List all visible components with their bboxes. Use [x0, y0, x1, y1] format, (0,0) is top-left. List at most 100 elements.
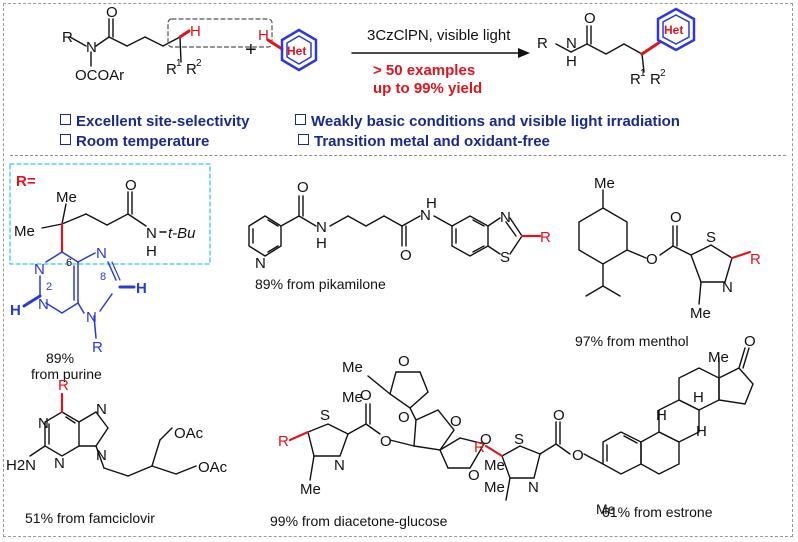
pika-thiazole-n: N: [500, 209, 511, 226]
r-group-label: R=: [16, 173, 36, 190]
r-group-box: [9, 163, 211, 265]
purine-yield: 89%: [46, 350, 75, 366]
r-o: O: [125, 177, 137, 194]
r-me-top: Me: [56, 189, 77, 206]
est-n: N: [528, 479, 539, 496]
product-r2: R: [650, 71, 661, 88]
reagent-label: 3CzClPN, visible light: [367, 27, 511, 44]
r-nh: H: [146, 243, 157, 260]
feature-weakly-basic: Weakly basic conditions and visible ligh…: [295, 113, 680, 130]
estrone-label: 61% from estrone: [602, 504, 713, 520]
glu-thiazole-me: Me: [300, 481, 321, 498]
purine-n3: N: [38, 296, 49, 313]
glucose-r-bond: [288, 430, 310, 442]
pika-r: R: [540, 229, 551, 246]
atom-r1-sup: 1: [176, 58, 182, 69]
glucose-structure: [307, 371, 486, 481]
glu-o6: O: [380, 433, 392, 450]
menthol-r: R: [750, 251, 761, 268]
pika-s: S: [500, 249, 510, 266]
reactive-ch-bond: [178, 29, 191, 39]
menthol-structure: [578, 189, 733, 305]
est-h3: H: [696, 423, 707, 440]
product-structure: [555, 25, 645, 73]
het-ring-reactant: [280, 28, 318, 72]
product-n: N: [566, 35, 577, 52]
atom-h-right: H: [258, 27, 269, 44]
est-r: R: [474, 439, 485, 456]
new-cc-bond: [640, 40, 662, 56]
het-ring-product-inner: [662, 14, 690, 45]
feature-room-temperature: Room temperature: [60, 133, 209, 150]
glu-o1: O: [398, 353, 410, 370]
fam-n3: N: [54, 455, 65, 472]
checkbox-icon: [60, 114, 71, 125]
glu-o7: O: [360, 387, 372, 404]
pika-pyridine-n: N: [255, 255, 266, 272]
menthol-o1: O: [646, 251, 658, 268]
glu-me1: Me: [342, 359, 363, 376]
est-me: Me: [708, 349, 729, 366]
product-nh: H: [566, 53, 577, 70]
het-ring-product: [656, 7, 696, 52]
purine-h8: H: [136, 280, 147, 297]
glu-me3: Me: [484, 457, 505, 474]
examples-count: > 50 examples: [373, 62, 476, 79]
reaction-arrowhead: [518, 48, 530, 58]
feature-text: Room temperature: [76, 133, 210, 150]
atom-h-left: H: [190, 23, 201, 40]
glu-me4: Me: [484, 479, 505, 496]
reactant-structure: [69, 18, 182, 67]
menthol-label: 97% from menthol: [575, 333, 689, 349]
product-het-label: Het: [664, 23, 683, 37]
pika-n1: N: [316, 219, 327, 236]
fam-n9: N: [96, 447, 107, 464]
atom-ocoar: OCOAr: [75, 67, 124, 84]
checkbox-icon: [295, 114, 306, 125]
atom-r2: R: [186, 61, 197, 78]
pos-2: 2: [46, 281, 52, 293]
menthol-o2: O: [670, 209, 682, 226]
dashed-ch-box: [167, 18, 273, 48]
glucose-label: 99% from diacetone-glucose: [270, 513, 448, 529]
menthol-r-bond: [730, 250, 752, 260]
pika-n2: N: [420, 207, 431, 224]
glu-o3: O: [450, 413, 462, 430]
fam-oac2: OAc: [198, 459, 228, 476]
est-o-carbonyl: O: [553, 407, 565, 424]
feature-metal-free: Transition metal and oxidant-free: [298, 133, 550, 150]
r-group-chain: [41, 191, 167, 233]
fam-n7: N: [96, 401, 107, 418]
fam-oac1: OAc: [174, 425, 204, 442]
glu-r: R: [278, 433, 289, 450]
pika-o1: O: [297, 179, 309, 196]
glu-s: S: [320, 407, 330, 424]
r-n: N: [146, 225, 157, 242]
estrone-structure: [501, 347, 754, 501]
menthol-n: N: [722, 279, 733, 296]
pikamilone-structure: [248, 195, 523, 257]
plus-sign: +: [245, 39, 257, 61]
menthol-me: Me: [594, 175, 615, 192]
checkbox-icon: [60, 134, 71, 145]
glu-o2: O: [398, 409, 410, 426]
est-o-ketone: O: [744, 333, 756, 350]
product-r1: R: [630, 71, 641, 88]
het-ch-bond: [266, 38, 284, 51]
pos-8: 8: [100, 271, 106, 283]
pika-h2: H: [426, 195, 437, 212]
atom-n: N: [86, 39, 97, 56]
pos-6: 6: [66, 257, 72, 269]
feature-site-selectivity: Excellent site-selectivity: [60, 113, 249, 130]
purine-n1: N: [34, 261, 45, 278]
product-r2-sup: 2: [660, 68, 666, 79]
menthol-s: S: [706, 229, 716, 246]
feature-text: Excellent site-selectivity: [76, 113, 250, 130]
purine-source: from purine: [31, 366, 102, 382]
het-label: Het: [287, 44, 306, 58]
c2-h-bond: [22, 294, 42, 308]
pika-o2: O: [400, 247, 412, 264]
atom-r1: R: [166, 61, 177, 78]
